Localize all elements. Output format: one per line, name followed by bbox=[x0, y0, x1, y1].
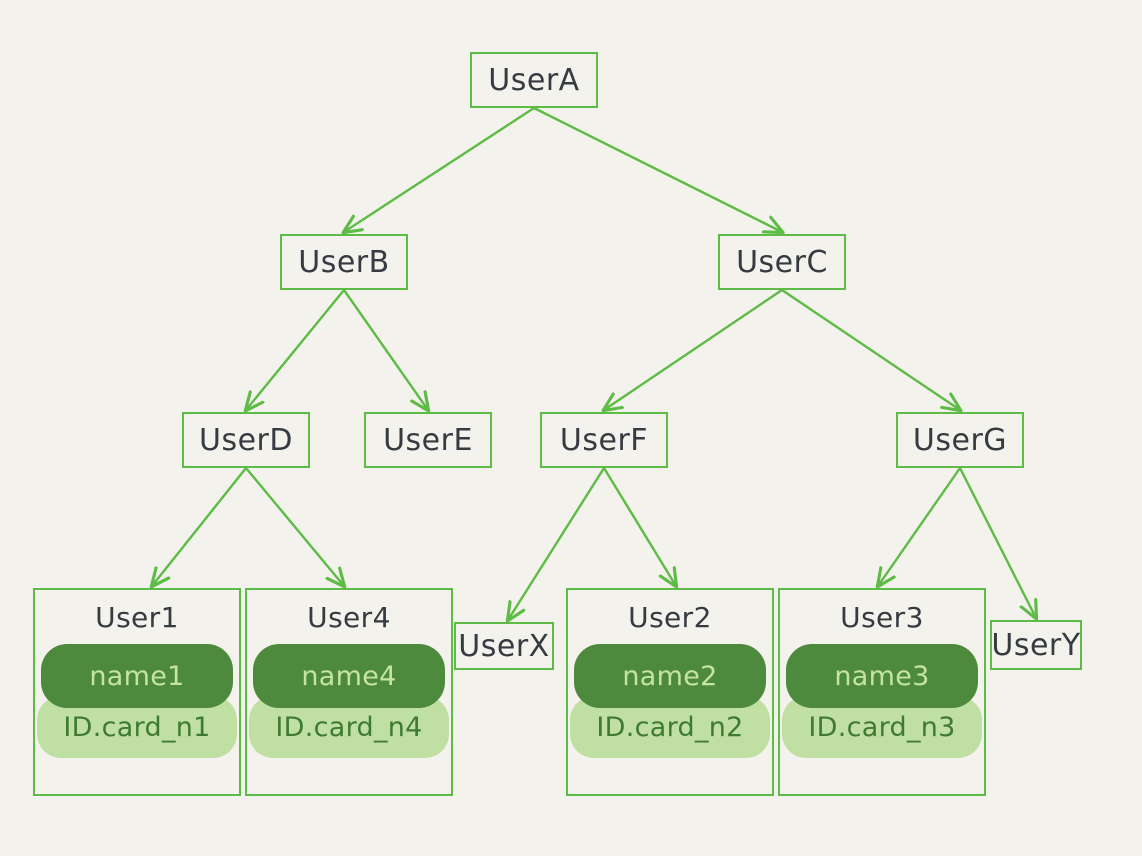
edge-usera-to-userb bbox=[344, 106, 536, 232]
node-label: UserA bbox=[488, 62, 580, 98]
name-pill: name2 bbox=[574, 644, 766, 708]
node-label: UserD bbox=[199, 422, 293, 458]
node-label: UserF bbox=[559, 422, 649, 458]
node-usera[interactable]: UserA bbox=[470, 52, 598, 108]
node-usery[interactable]: UserY bbox=[990, 620, 1082, 670]
edge-userc-to-userg bbox=[780, 288, 960, 410]
node-userg[interactable]: UserG bbox=[896, 412, 1024, 468]
edge-userb-to-userd bbox=[246, 288, 346, 410]
edge-group bbox=[152, 106, 1036, 620]
card-title: User4 bbox=[307, 601, 391, 634]
node-usere[interactable]: UserE bbox=[364, 412, 492, 468]
card-title: User3 bbox=[840, 601, 924, 634]
edge-userb-to-usere bbox=[342, 288, 428, 410]
node-label: UserC bbox=[736, 244, 828, 280]
node-label: UserE bbox=[383, 422, 473, 458]
node-userd[interactable]: UserD bbox=[182, 412, 310, 468]
edge-userc-to-userf bbox=[604, 288, 784, 410]
name-pill: name3 bbox=[786, 644, 978, 708]
card-title: User1 bbox=[95, 601, 179, 634]
node-userx[interactable]: UserX bbox=[454, 622, 554, 670]
node-userb[interactable]: UserB bbox=[280, 234, 408, 290]
name-pill: name4 bbox=[253, 644, 445, 708]
node-userc[interactable]: UserC bbox=[718, 234, 846, 290]
edge-userd-to-user4 bbox=[244, 466, 344, 586]
card-title: User2 bbox=[628, 601, 712, 634]
node-label: UserY bbox=[991, 627, 1081, 663]
node-label: UserG bbox=[912, 422, 1008, 458]
edge-userd-to-user1 bbox=[152, 466, 248, 586]
name-pill: name1 bbox=[41, 644, 233, 708]
edge-usera-to-userc bbox=[532, 106, 782, 232]
node-userf[interactable]: UserF bbox=[540, 412, 668, 468]
node-label: UserX bbox=[458, 628, 550, 664]
edge-userg-to-user3 bbox=[878, 466, 962, 586]
node-label: UserB bbox=[298, 244, 390, 280]
edge-userf-to-user2 bbox=[602, 466, 676, 586]
